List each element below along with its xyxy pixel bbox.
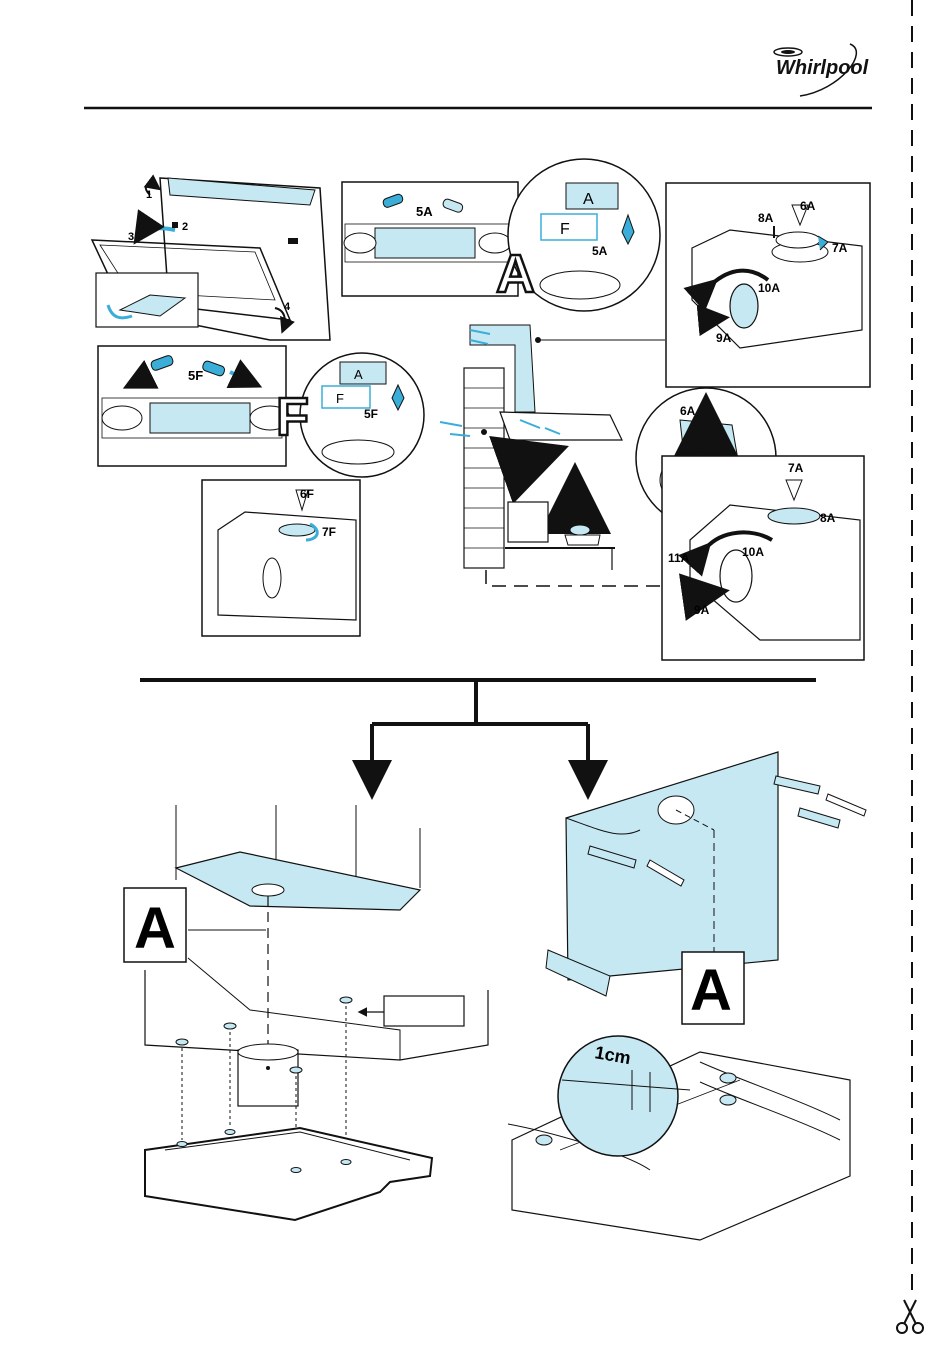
zoom-circle-recirculation-mode: A F 5A A: [496, 159, 660, 311]
step-6A-label: 6A: [800, 199, 816, 213]
step-6A-b-label: 6A: [680, 404, 696, 418]
step-7A-label: 7A: [832, 241, 848, 255]
step-10A-b-label: 10A: [742, 545, 764, 559]
card-F-label: F: [560, 221, 570, 238]
step-5F-label: 5F: [188, 368, 203, 383]
mode-A-big-letter: A: [496, 244, 535, 304]
panel-undercabinet-mount: A: [124, 805, 488, 1220]
panel-6F-7F: 6F 7F: [202, 480, 360, 636]
label-A-right: A: [690, 958, 732, 1023]
scissors-icon: [897, 1300, 923, 1333]
step-5F-zoom-label: 5F: [364, 407, 378, 421]
panel-5A-bulbs: 5A: [342, 182, 518, 296]
step-10A-label: 10A: [758, 281, 780, 295]
step-8A-label: 8A: [758, 211, 774, 225]
step-5A-label: 5A: [416, 204, 433, 219]
card-F2-label: F: [336, 391, 344, 406]
label-A-left: A: [134, 896, 176, 961]
mode-F-big-letter: F: [276, 387, 309, 447]
panel-hood-hanging: 1cm: [508, 1036, 850, 1240]
card-A-label: A: [583, 191, 594, 208]
panel-6A-10A: 6A 8A 7A 10A 9A: [666, 183, 870, 387]
zoom-circle-filter-mode: A F 5F F: [276, 353, 424, 477]
panel-7A-11A: 7A 8A 10A 11A 9A: [662, 456, 864, 660]
step-3-label: 3: [128, 231, 134, 243]
step-6F-label: 6F: [300, 487, 314, 501]
card-A2-label: A: [354, 367, 363, 382]
screw-callout-box: [384, 996, 464, 1026]
step-9A-label: 9A: [716, 331, 732, 345]
panel-open-hood: 1 2 3 4: [92, 178, 330, 340]
step-8A-b-label: 8A: [820, 511, 836, 525]
step-11A-label: 11A: [668, 551, 690, 565]
step-5A-zoom-label: 5A: [592, 244, 608, 258]
logo-text: Whirlpool: [776, 57, 869, 79]
whirlpool-logo: Whirlpool: [774, 44, 869, 96]
panel-5F-bulbs: 5F: [98, 346, 290, 466]
step-9A-b-label: 9A: [694, 603, 710, 617]
kitchen-scene: [440, 325, 665, 586]
step-4-label: 4: [284, 301, 291, 313]
panel-wall-mount: A: [546, 752, 866, 1024]
step-2-label: 2: [182, 221, 188, 233]
step-7A-b-label: 7A: [788, 461, 804, 475]
step-1-label: 1: [146, 189, 152, 201]
step-7F-label: 7F: [322, 525, 336, 539]
